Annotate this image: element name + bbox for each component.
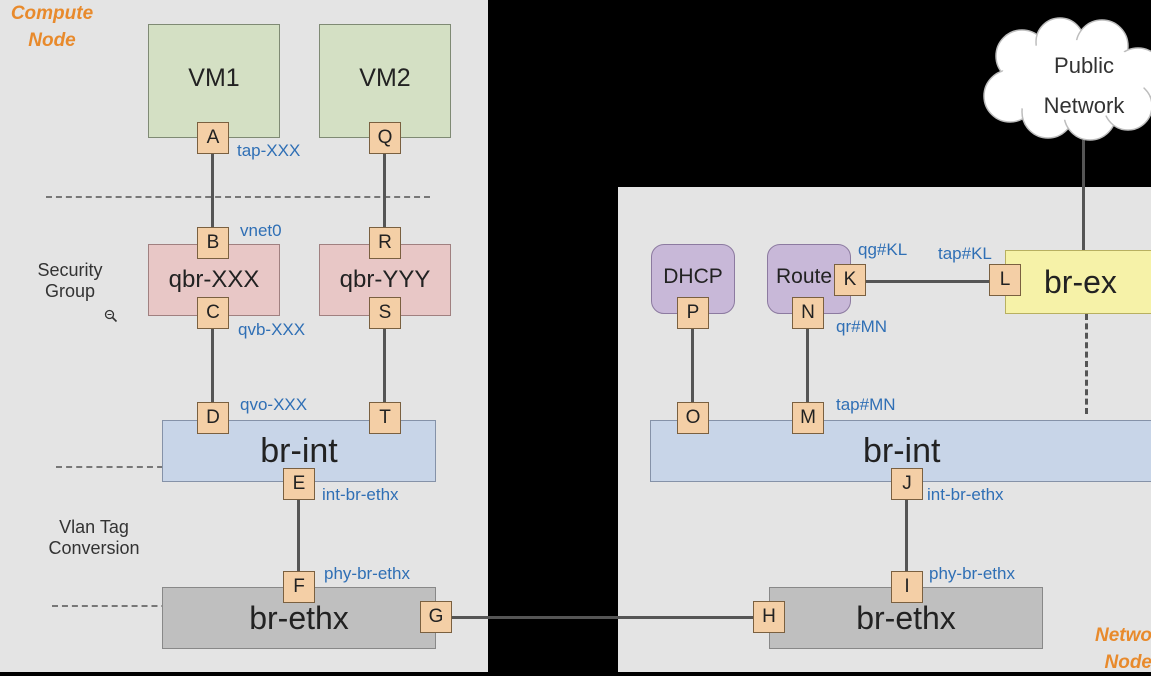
br-ethx-network-label: br-ethx bbox=[856, 599, 956, 636]
port-p[interactable]: P bbox=[677, 297, 709, 329]
wire-e-f bbox=[297, 498, 300, 572]
vm2-box[interactable]: VM2 bbox=[319, 24, 451, 138]
port-d[interactable]: D bbox=[197, 402, 229, 434]
port-g[interactable]: G bbox=[420, 601, 452, 633]
port-q[interactable]: Q bbox=[369, 122, 401, 154]
port-s[interactable]: S bbox=[369, 297, 401, 329]
label-tap-xxx: tap-XXX bbox=[237, 141, 301, 160]
port-i[interactable]: I bbox=[891, 571, 923, 603]
wire-j-i bbox=[905, 498, 908, 572]
label-tap-mn: tap#MN bbox=[836, 395, 896, 414]
wire-q-r bbox=[383, 154, 386, 228]
label-phy-br-ethx-network: phy-br-ethx bbox=[929, 564, 1015, 583]
port-k[interactable]: K bbox=[834, 264, 866, 296]
separator-line-top bbox=[46, 196, 430, 198]
qbr-yyy-label: qbr-YYY bbox=[339, 266, 431, 293]
port-r[interactable]: R bbox=[369, 227, 401, 259]
vm1-label: VM1 bbox=[188, 63, 240, 92]
label-tap-kl: tap#KL bbox=[938, 244, 992, 263]
br-ethx-compute-label: br-ethx bbox=[249, 599, 349, 636]
wire-k-l bbox=[866, 280, 990, 283]
vm2-label: VM2 bbox=[359, 63, 411, 92]
br-ex-box[interactable]: br-ex bbox=[1005, 250, 1151, 314]
label-int-br-ethx-compute: int-br-ethx bbox=[322, 485, 399, 504]
vlan-tag-conversion-note: Vlan Tag Conversion bbox=[48, 517, 140, 558]
label-int-br-ethx-network: int-br-ethx bbox=[927, 485, 1004, 504]
label-qr-mn: qr#MN bbox=[836, 317, 888, 336]
label-qvb-xxx: qvb-XXX bbox=[238, 320, 306, 339]
security-group-note: Security Group bbox=[37, 260, 103, 301]
br-ex-dashed-link bbox=[1085, 314, 1088, 414]
port-o[interactable]: O bbox=[677, 402, 709, 434]
label-qvo-xxx: qvo-XXX bbox=[240, 395, 308, 414]
port-a[interactable]: A bbox=[197, 122, 229, 154]
public-network-label: Public Network bbox=[1043, 53, 1125, 118]
qbr-xxx-label: qbr-XXX bbox=[168, 266, 260, 293]
public-network-cloud-icon bbox=[983, 17, 1151, 141]
router-label: Route bbox=[776, 265, 833, 288]
port-e[interactable]: E bbox=[283, 468, 315, 500]
wire-g-h bbox=[452, 616, 754, 619]
wire-s-t bbox=[383, 328, 386, 402]
label-qg-kl: qg#KL bbox=[858, 240, 908, 259]
port-t[interactable]: T bbox=[369, 402, 401, 434]
zoom-cursor-icon bbox=[104, 309, 118, 323]
label-phy-br-ethx-compute: phy-br-ethx bbox=[324, 564, 410, 583]
wire-n-m bbox=[806, 328, 809, 402]
port-m[interactable]: M bbox=[792, 402, 824, 434]
port-j[interactable]: J bbox=[891, 468, 923, 500]
br-ex-label: br-ex bbox=[1044, 263, 1117, 300]
br-ethx-compute-box[interactable]: br-ethx bbox=[162, 587, 436, 649]
port-l[interactable]: L bbox=[989, 264, 1021, 296]
wire-br-ex-public bbox=[1082, 140, 1085, 252]
br-int-compute-label: br-int bbox=[260, 431, 338, 470]
compute-node-title: Compute Node bbox=[10, 3, 94, 51]
br-int-network-label: br-int bbox=[863, 431, 941, 470]
port-f[interactable]: F bbox=[283, 571, 315, 603]
dhcp-label: DHCP bbox=[663, 265, 723, 288]
vm1-box[interactable]: VM1 bbox=[148, 24, 280, 138]
wire-a-b bbox=[211, 154, 214, 228]
port-c[interactable]: C bbox=[197, 297, 229, 329]
label-vnet0: vnet0 bbox=[240, 221, 282, 240]
wire-p-o bbox=[691, 328, 694, 402]
port-h[interactable]: H bbox=[753, 601, 785, 633]
network-node-title: Netwo Node bbox=[1095, 625, 1151, 673]
port-b[interactable]: B bbox=[197, 227, 229, 259]
port-n[interactable]: N bbox=[792, 297, 824, 329]
wire-c-d bbox=[211, 328, 214, 402]
